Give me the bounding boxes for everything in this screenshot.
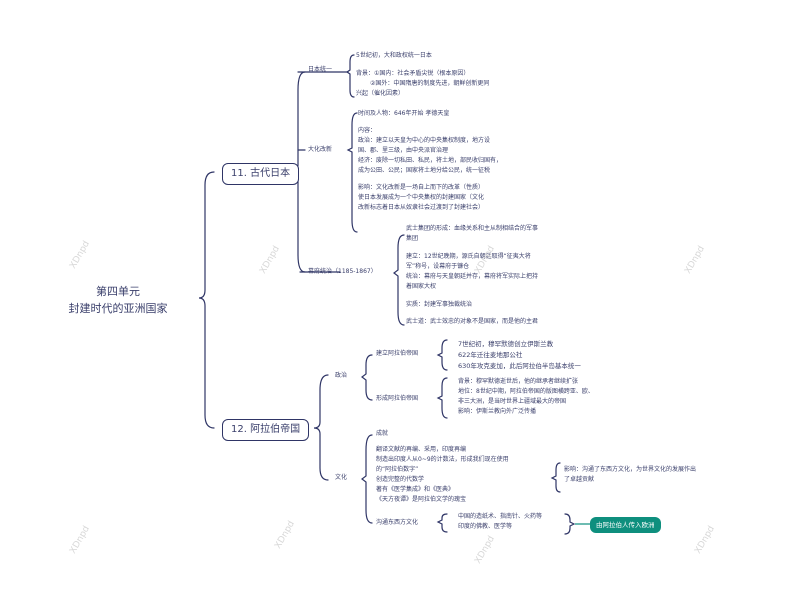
b2-line8: 使日本发展成为一个中央集权的封建国家（文化	[358, 194, 485, 201]
label-east-west-bridge: 沟通东西方文化	[376, 519, 419, 526]
label-culture: 文化	[335, 474, 348, 481]
c1-line3: 的“阿拉伯数字”	[376, 466, 419, 473]
b3-line3: 建立：12世纪晚期，源氏自朝廷取得“征夷大将	[406, 253, 531, 260]
label-politics: 政治	[335, 372, 348, 379]
c1-line5: 著有《医学集成》和《医典》	[376, 486, 455, 493]
label-shogunate: 幕府统治（1185-1867）	[308, 268, 377, 275]
root-unit: 第四单元	[96, 285, 140, 298]
c1-line4: 创造完整的代数学	[376, 476, 425, 483]
b3-line4: 军”称号，设幕府于镰仓	[406, 263, 470, 270]
b1-line1: 5世纪初，大和政权统一日本	[356, 52, 432, 59]
b2-line6: 成为公田、公民；国家将土地分给公民，统一征税	[358, 167, 491, 174]
p2-line1: 背景：穆罕默德逝世后，他的继承者继续扩张	[458, 378, 579, 385]
root-title: 封建时代的亚洲国家	[68, 302, 168, 315]
label-form-empire: 形成阿拉伯帝国	[376, 395, 419, 402]
p1-line1: 7世纪初，穆罕默德创立伊斯兰教	[458, 340, 554, 348]
label-taika-reform: 大化改新	[308, 146, 333, 153]
c1-line6: 《天方夜谭》是阿拉伯文学的瑰宝	[376, 496, 467, 503]
b2-line1: 时间及人物：646年开始 孝德天皇	[358, 110, 450, 117]
b2-line9: 改新标志着日本从奴隶社会过渡到了封建社会）	[358, 204, 485, 211]
b3-line2: 集团	[406, 235, 419, 242]
b2-line7: 影响：文化改新是一场自上而下的改革（性质）	[358, 184, 485, 191]
node-ancient-japan[interactable]: 11. 古代日本	[222, 163, 300, 185]
c1-achievements: 成就	[376, 430, 389, 437]
b2-line4: 国、郡、里三级，由中央派官治理	[358, 147, 449, 154]
p2-line4: 影响：伊斯兰教向外广泛传播	[458, 408, 537, 415]
c2-line2: 印度的佛教、医学等	[458, 523, 513, 530]
c1-line1: 翻译文献的再编、采用，印度再编	[376, 446, 467, 453]
b2-line2: 内容：	[358, 127, 377, 134]
b1-line3: ②国外：中国隋唐的制度先进，朝鲜创新更同	[370, 80, 490, 87]
p1-line3: 630年攻克麦加，此后阿拉伯半岛基本统一	[458, 362, 581, 370]
b3-line8: 武士道：武士效忠的对象不是国家，而是他的主君	[406, 318, 539, 325]
b1-line4: 兴起（催化因素）	[356, 90, 405, 97]
c2-line1: 中国的造纸术、指南针、火药等	[458, 513, 543, 520]
culture-impact-line1: 影响：沟通了东西方文化，为世界文化的发展作出	[564, 466, 697, 473]
b2-line3: 政治：建立以天皇为中心的中央集权制度，地方设	[358, 137, 491, 144]
c1-line2: 制造出印度人从0~9的计数法，形成我们现在使用	[376, 456, 509, 463]
transmitted-to-europe-tag[interactable]: 由阿拉伯人传入欧洲	[590, 517, 661, 533]
node-arab-empire[interactable]: 12. 阿拉伯帝国	[222, 419, 310, 441]
b3-line5: 统治：幕府与天皇朝廷并存，幕府将军实际上把持	[406, 273, 539, 280]
b3-line1: 武士集团的形成：血缘关系和主从制相结合的军事	[406, 225, 539, 232]
label-establish-empire: 建立阿拉伯帝国	[376, 350, 419, 357]
p1-line2: 622年迁往麦地那公社	[458, 351, 523, 359]
b1-line2: 背景：①国内：社会矛盾尖锐（根本原因）	[356, 70, 470, 77]
b3-line7: 实质：封建军事独裁统治	[406, 301, 473, 308]
b2-line5: 经济：废除一切私田、私民，将土地，部民收归国有，	[358, 157, 503, 164]
p2-line2: 地位：8世纪中期，阿拉伯帝国的版图横跨亚、欧、	[458, 388, 594, 395]
p2-line3: 非三大洲，是当时世界上疆域最大的帝国	[458, 398, 567, 405]
root-node: 第四单元 封建时代的亚洲国家	[58, 283, 178, 317]
culture-impact-line2: 了卓越贡献	[564, 476, 595, 483]
b3-line6: 着国家大权	[406, 283, 437, 290]
label-japan-unification: 日本统一	[308, 66, 333, 73]
